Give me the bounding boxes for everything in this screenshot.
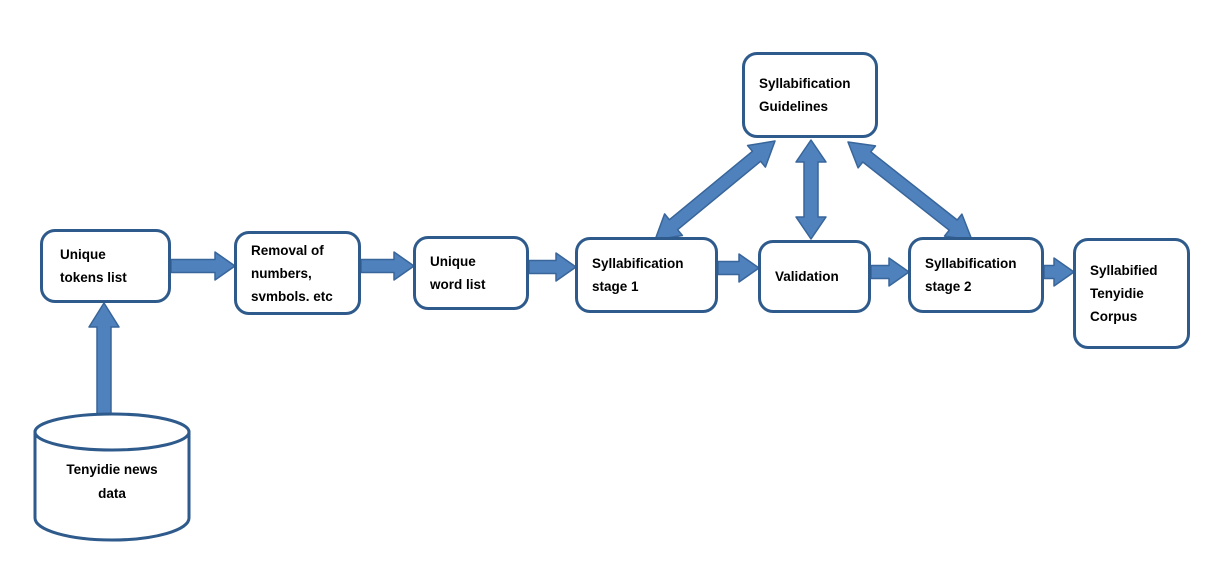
arrow-removal-to-wordlist [360, 251, 415, 281]
arrow-stage1-guidelines-two-way [654, 140, 776, 241]
node-label-line: svmbols. etc [251, 288, 333, 304]
node-label-line: Corpus [1090, 309, 1138, 324]
node-syllabification-stage-2: Syllabification stage 2 [908, 237, 1044, 313]
node-validation: Validation [758, 240, 871, 313]
node-label-line: Tenyidie news [66, 462, 158, 477]
node-label-line: Syllabification [592, 256, 684, 271]
arrow-stage2-to-corpus [1043, 257, 1075, 287]
node-label-line: word list [430, 277, 486, 292]
node-label-line: tokens list [60, 270, 127, 285]
node-label-line: Tenyidie [1090, 286, 1144, 301]
node-syllabification-guidelines: Syllabification Guidelines [742, 52, 878, 138]
node-unique-tokens-list: Unique tokens list [40, 229, 171, 303]
cylinder-body [33, 430, 191, 542]
node-syllabification-stage-1: Syllabification stage 1 [575, 237, 718, 313]
datastore-cylinder [33, 412, 191, 542]
arrow-stage2-guidelines-two-way [847, 141, 973, 241]
node-label-line: Syllabification [925, 256, 1017, 271]
node-label-line: numbers, [251, 265, 312, 281]
node-tenyidie-news-data-label: Tenyidie news data [35, 458, 189, 506]
node-label-line: Syllabified [1090, 263, 1158, 278]
node-label-line: Guidelines [759, 99, 829, 114]
node-label-line: Syllabification [759, 76, 851, 91]
node-label-line: stage 2 [925, 279, 972, 294]
node-unique-word-list: Unique word list [413, 236, 529, 310]
node-label-line: Unique [60, 247, 106, 262]
arrow-datastore-to-tokens [88, 302, 120, 425]
node-label-line: Removal of [251, 242, 324, 258]
node-label-line: Unique [430, 254, 476, 269]
cylinder-top [33, 412, 191, 452]
node-removal-numbers-symbols: Removal of numbers, svmbols. etc [234, 231, 361, 315]
arrow-validation-to-stage2 [870, 257, 910, 287]
arrow-validation-guidelines-two-way [795, 139, 827, 240]
arrow-stage1-to-validation [717, 253, 760, 283]
node-syllabified-tenyidie-corpus: Syllabified Tenyidie Corpus [1073, 238, 1190, 349]
node-label-line: Validation [775, 269, 839, 284]
arrow-wordlist-to-stage1 [528, 252, 577, 282]
node-label-line: data [98, 486, 126, 501]
node-label-line: stage 1 [592, 279, 639, 294]
arrow-tokens-to-removal [170, 251, 236, 281]
